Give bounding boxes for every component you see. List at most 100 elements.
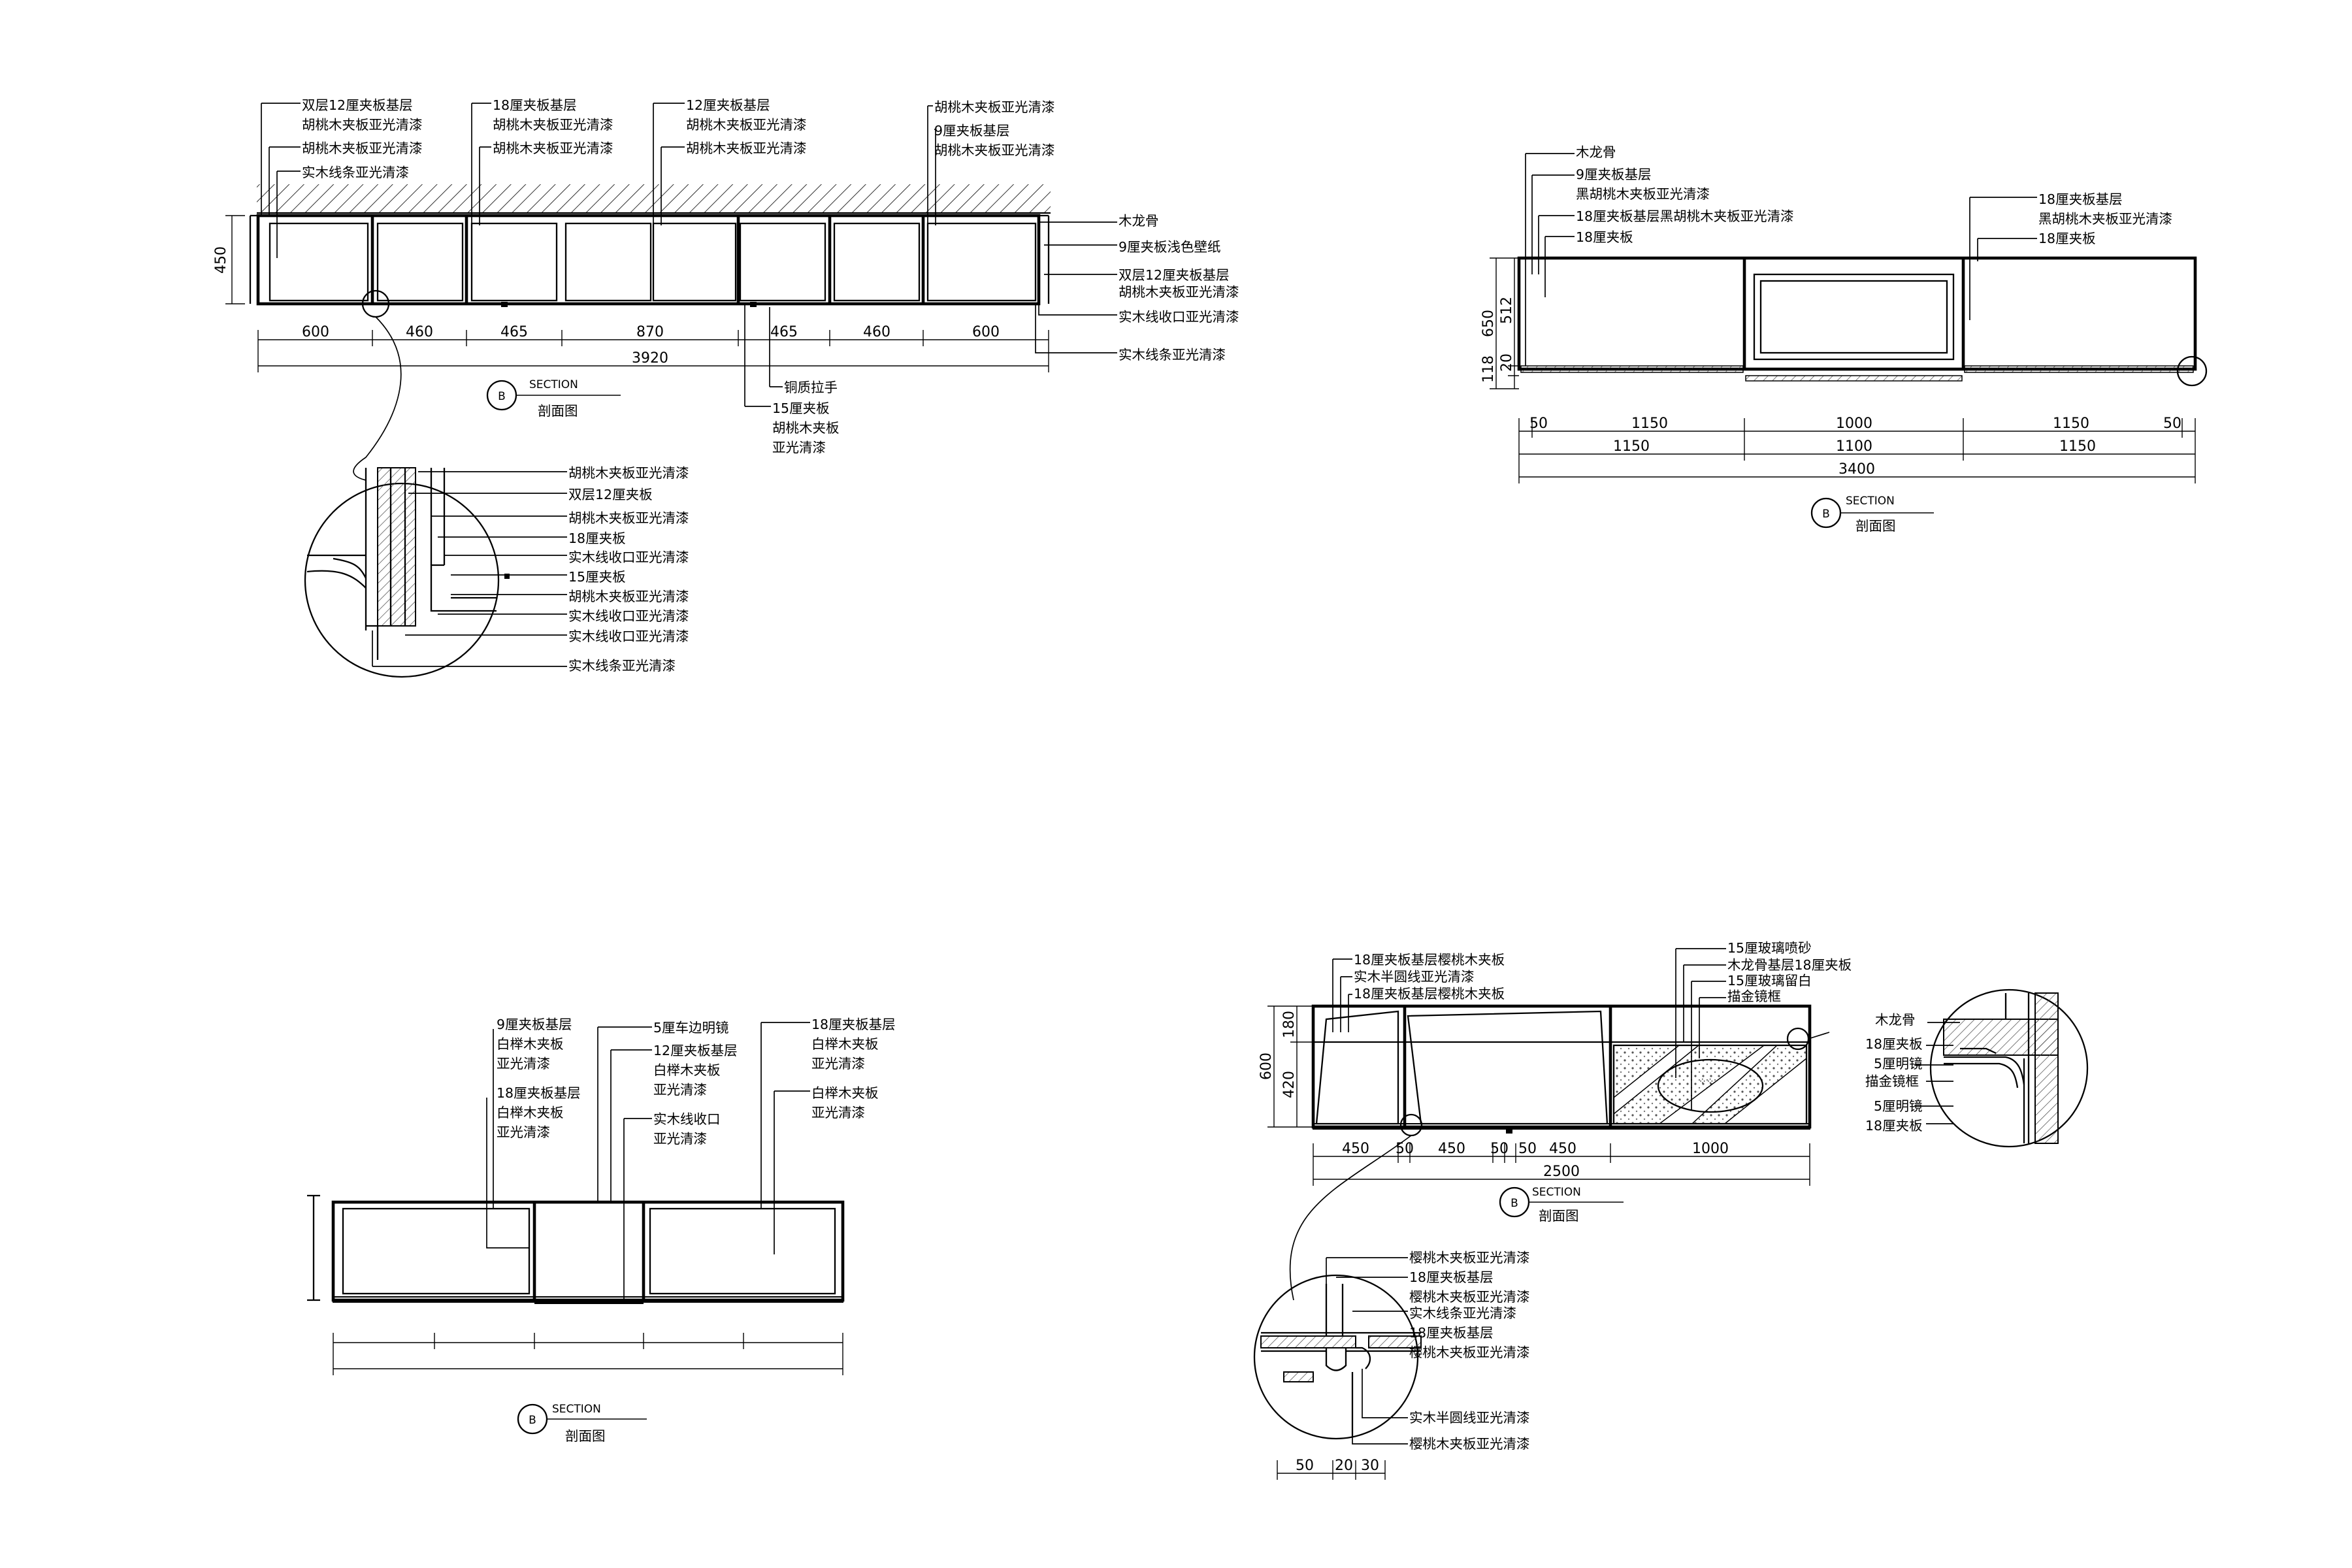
callout: 亚光清漆 (811, 1105, 865, 1120)
callout: 胡桃木夹板亚光清漆 (302, 140, 423, 156)
dim-label: 450 (1342, 1141, 1369, 1157)
callout: 亚光清漆 (653, 1131, 707, 1147)
callout: 樱桃木夹板亚光清漆 (1409, 1436, 1530, 1452)
callout: 12厘夹板基层 (686, 97, 770, 113)
callout: 实木线条亚光清漆 (1119, 347, 1226, 363)
section-letter: B (498, 390, 506, 403)
detail-bubble (1808, 988, 2089, 1148)
dim-label: 1000 (1692, 1141, 1729, 1157)
dim-label: 50 (1396, 1141, 1414, 1157)
callout: 实木线条亚光清漆 (302, 165, 409, 180)
dim-label: 1150 (2053, 416, 2089, 432)
cabinet-elevation (307, 1194, 845, 1304)
callout: 胡桃木夹板亚光清漆 (934, 142, 1055, 158)
callout: 实木线收口亚光清漆 (568, 629, 689, 644)
dim-label: 460 (406, 324, 433, 340)
callout: 胡桃木夹板亚光清漆 (568, 589, 689, 604)
dim-label: 465 (770, 324, 798, 340)
callout: 亚光清漆 (497, 1056, 550, 1071)
callout: 双层12厘夹板基层 (1119, 267, 1230, 283)
section-caption: 剖面图 (538, 403, 578, 419)
callout: 18厘夹板 (1865, 1036, 1923, 1052)
callout: 亚光清漆 (772, 440, 826, 455)
callout: 18厘夹板 (1576, 229, 1633, 245)
total-dim: 2500 (1543, 1164, 1580, 1180)
callout: 胡桃木夹板亚光清漆 (686, 140, 807, 156)
callout: 实木线条亚光清漆 (1409, 1305, 1516, 1321)
cabinet-elevation (249, 214, 1050, 307)
dim-label: 870 (636, 324, 664, 340)
section-code: SECTION (529, 378, 578, 391)
section-letter: B (529, 1414, 536, 1427)
detail-bubble (1253, 1274, 1422, 1440)
callout: 15厘玻璃喷砂 (1727, 940, 1812, 956)
detail-bubble (304, 467, 510, 678)
section-1: 450 600 460 465 870 465 460 600 3920 双层1… (213, 97, 1239, 678)
dim-label: 600 (302, 324, 329, 340)
callout: 胡桃木夹板 (772, 420, 840, 436)
callout: 胡桃木夹板亚光清漆 (1119, 284, 1239, 300)
callout: 白榉木夹板 (497, 1036, 564, 1052)
callout: 亚光清漆 (497, 1124, 550, 1140)
callout: 双层12厘夹板基层 (302, 97, 413, 113)
callout: 实木半圆线亚光清漆 (1354, 969, 1475, 985)
callout: 胡桃木夹板亚光清漆 (493, 117, 613, 133)
callout: 15厘玻璃留白 (1727, 973, 1812, 988)
callout: 铜质拉手 (784, 380, 838, 395)
callout: 15厘夹板 (772, 400, 830, 416)
callout: 描金镜框 (1865, 1073, 1919, 1089)
callout: 胡桃木夹板亚光清漆 (934, 99, 1055, 115)
height-dim: 118 (1480, 355, 1497, 383)
height-dim: 450 (213, 246, 229, 274)
callout: 白榉木夹板 (811, 1085, 879, 1101)
section-code: SECTION (1532, 1186, 1581, 1199)
callout: 描金镜框 (1727, 988, 1781, 1004)
callout: 18厘夹板基层黑胡桃木夹板亚光清漆 (1576, 208, 1794, 224)
callout: 亚光清漆 (653, 1082, 707, 1098)
section-4: ⁘⁘ 600 180 420 450 50 450 50 50 450 1000… (1253, 940, 2089, 1480)
callout: 黑胡桃木夹板亚光清漆 (2038, 211, 2172, 227)
callout: 实木线收口亚光清漆 (568, 608, 689, 624)
dim-label: 465 (500, 324, 528, 340)
callout: 9厘夹板基层 (497, 1017, 572, 1032)
total-dim: 3400 (1838, 461, 1875, 478)
dim-label: 1150 (2059, 438, 2096, 455)
section-code: SECTION (552, 1403, 601, 1416)
detail-callouts: 木龙骨 18厘夹板 5厘明镜 描金镜框 5厘明镜 18厘夹板 (1865, 1012, 1960, 1134)
section-code: SECTION (1846, 495, 1895, 508)
callout: 18厘夹板 (1865, 1118, 1923, 1134)
dim-label: 30 (1361, 1458, 1379, 1474)
callout: 18厘夹板基层 (1409, 1325, 1494, 1341)
callout: 5厘明镜 (1874, 1098, 1923, 1114)
section-letter: B (1511, 1197, 1518, 1210)
dim-label: 1150 (1631, 416, 1668, 432)
callout: 18厘夹板基层 (493, 97, 577, 113)
dim-label: 20 (1335, 1458, 1353, 1474)
callout: 5厘明镜 (1874, 1056, 1923, 1071)
callout: 18厘夹板基层 (497, 1085, 581, 1101)
height-dim: 20 (1499, 353, 1515, 372)
dim-label: 50 (1518, 1141, 1537, 1157)
callout: 木龙骨 (1119, 213, 1159, 229)
detail-callouts: 樱桃木夹板亚光清漆 18厘夹板基层 樱桃木夹板亚光清漆 实木线条亚光清漆 18厘… (1326, 1250, 1530, 1452)
section-caption: 剖面图 (1855, 518, 1896, 534)
section-3: 9厘夹板基层 白榉木夹板 亚光清漆 18厘夹板基层 白榉木夹板 亚光清漆 5厘车… (307, 1017, 896, 1444)
dim-label: 450 (1438, 1141, 1465, 1157)
callout: 樱桃木夹板亚光清漆 (1409, 1289, 1530, 1305)
callout: 胡桃木夹板亚光清漆 (493, 140, 613, 156)
callout: 实木线收口亚光清漆 (1119, 309, 1239, 325)
callout: 12厘夹板基层 (653, 1043, 738, 1058)
callout: 胡桃木夹板亚光清漆 (686, 117, 807, 133)
callout: 18厘夹板基层 (2038, 191, 2123, 207)
callout: 白榉木夹板 (497, 1105, 564, 1120)
callout: 胡桃木夹板亚光清漆 (568, 510, 689, 526)
callout: 胡桃木夹板亚光清漆 (302, 117, 423, 133)
dim-label: 50 (1529, 416, 1548, 432)
dim-label: 50 (1296, 1458, 1314, 1474)
dim-label: 1100 (1836, 438, 1872, 455)
height-dim: 600 (1258, 1053, 1275, 1080)
callout: 18厘夹板 (2038, 231, 2096, 246)
callout: 樱桃木夹板亚光清漆 (1409, 1345, 1530, 1360)
callout: 9厘夹板浅色壁纸 (1119, 239, 1221, 255)
callout: 18厘夹板基层樱桃木夹板 (1354, 952, 1505, 968)
